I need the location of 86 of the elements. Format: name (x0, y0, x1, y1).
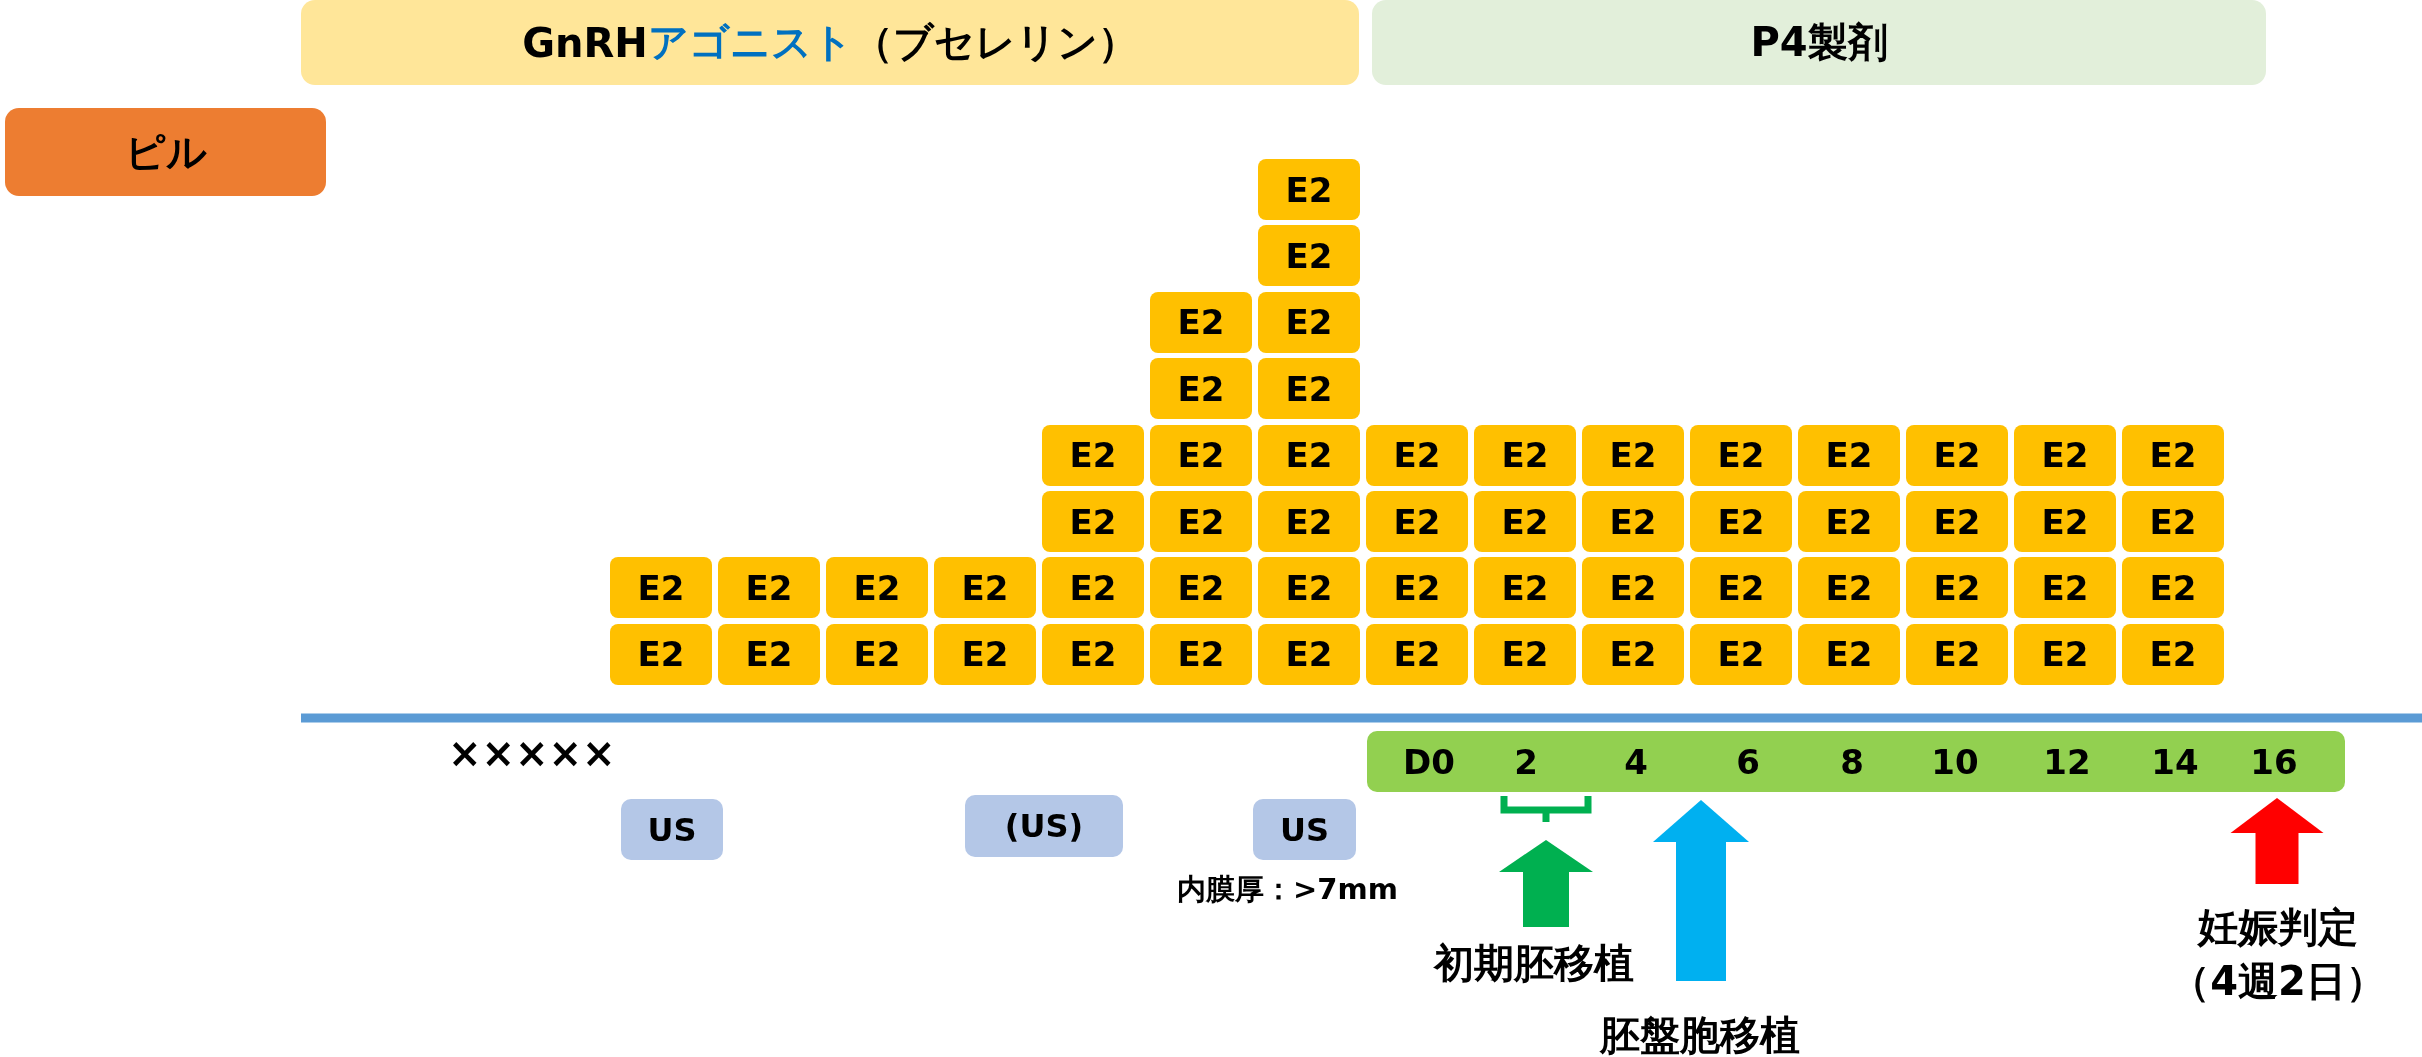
ultrasound-box: US (621, 799, 723, 860)
dose-block: E2 (1906, 557, 2008, 619)
dose-block: E2 (1366, 424, 1468, 486)
dose-block: E2 (1258, 557, 1360, 619)
dose-block: E2 (610, 623, 712, 685)
dose-block: E2 (1474, 623, 1576, 685)
drug-period-band: P4製剤 (1372, 0, 2266, 85)
dose-block: E2 (826, 557, 928, 619)
dose-block: E2 (934, 623, 1036, 685)
bracket (1500, 793, 1592, 824)
band-title: アゴニスト (647, 18, 853, 67)
dose-block: E2 (826, 623, 928, 685)
dose-block: E2 (1474, 491, 1576, 552)
dose-block: E2 (610, 557, 712, 619)
dose-block: E2 (1150, 291, 1252, 353)
dose-block: E2 (1042, 623, 1144, 685)
dose-block: E2 (1690, 424, 1792, 486)
ultrasound-box: US (1253, 799, 1356, 860)
dose-block: E2 (2014, 491, 2116, 552)
dose-block: E2 (1258, 159, 1360, 220)
dose-block: E2 (2122, 557, 2224, 619)
dose-block: E2 (1258, 225, 1360, 287)
dose-block: E2 (1042, 557, 1144, 619)
day-label: 6 (1736, 741, 1760, 782)
dose-block: E2 (1906, 424, 2008, 486)
dose-block: E2 (1798, 424, 1900, 486)
dose-block: E2 (2014, 623, 2116, 685)
block-arrow (1653, 800, 1749, 981)
event-label: 妊娠判定（4週2日） (2168, 900, 2388, 1008)
band-title: GnRH (522, 19, 648, 66)
event-label: 胚盤胞移植 (1600, 1008, 1800, 1057)
ultrasound-box: (US) (965, 795, 1123, 857)
dose-block: E2 (1690, 623, 1792, 685)
dose-block: E2 (1150, 623, 1252, 685)
dose-block: E2 (1366, 557, 1468, 619)
drug-box: ピル (5, 108, 326, 196)
dose-block: E2 (1258, 358, 1360, 420)
dose-block: E2 (1042, 424, 1144, 486)
event-label: 初期胚移植 (1434, 936, 1634, 990)
dose-block: E2 (718, 557, 820, 619)
dose-block: E2 (1150, 491, 1252, 552)
dose-block: E2 (1258, 291, 1360, 353)
dose-block: E2 (1582, 491, 1684, 552)
dose-block: E2 (1798, 623, 1900, 685)
dose-block: E2 (1258, 491, 1360, 552)
dose-block: E2 (1258, 424, 1360, 486)
dose-block: E2 (1474, 424, 1576, 486)
day-label: 8 (1840, 741, 1864, 782)
dose-block: E2 (2122, 623, 2224, 685)
dose-block: E2 (1690, 557, 1792, 619)
dose-block: E2 (1366, 491, 1468, 552)
dose-block: E2 (2014, 424, 2116, 486)
drug-period-band (301, 0, 1359, 85)
dose-block: E2 (1582, 623, 1684, 685)
dose-block: E2 (1474, 557, 1576, 619)
dose-block: E2 (1690, 491, 1792, 552)
day-label: 10 (1931, 741, 1979, 782)
dose-block: E2 (1042, 491, 1144, 552)
band-title: （ブセレリン） (852, 18, 1138, 67)
day-label: D0 (1403, 741, 1455, 782)
dose-block: E2 (1258, 623, 1360, 685)
dose-block: E2 (2122, 491, 2224, 552)
dose-block: E2 (1366, 623, 1468, 685)
day-bar (1367, 731, 2345, 792)
dose-block: E2 (1150, 358, 1252, 420)
day-label: 12 (2043, 741, 2091, 782)
cross-marks: ××××× (448, 730, 616, 776)
day-label: 16 (2250, 741, 2298, 782)
dose-block: E2 (718, 623, 820, 685)
dose-block: E2 (2014, 557, 2116, 619)
block-arrow (2230, 798, 2324, 884)
day-label: 14 (2151, 741, 2199, 782)
measurement-note: 内膜厚：>7mm (1177, 871, 1398, 908)
dose-block: E2 (1906, 623, 2008, 685)
day-label: 4 (1624, 741, 1648, 782)
dose-block: E2 (934, 557, 1036, 619)
dose-block: E2 (1906, 491, 2008, 552)
dose-block: E2 (1582, 424, 1684, 486)
day-label: 2 (1514, 741, 1538, 782)
block-arrow (1499, 840, 1593, 927)
dose-block: E2 (1150, 557, 1252, 619)
dose-block: E2 (1150, 424, 1252, 486)
dose-block: E2 (2122, 424, 2224, 486)
dose-block: E2 (1582, 557, 1684, 619)
dose-block: E2 (1798, 491, 1900, 552)
dose-block: E2 (1798, 557, 1900, 619)
